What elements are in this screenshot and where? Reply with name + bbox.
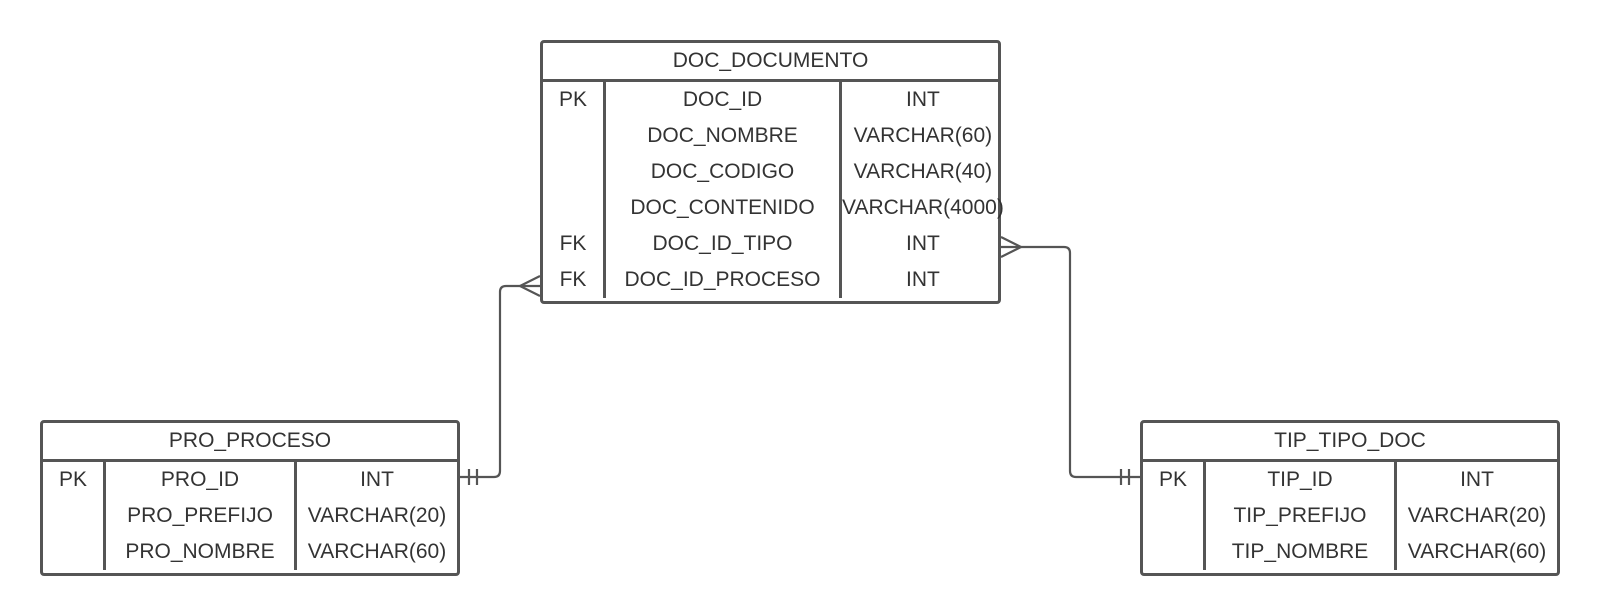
type-cell: INT	[906, 232, 940, 255]
field-column: PRO_ID PRO_PREFIJO PRO_NOMBRE	[103, 462, 294, 570]
field-cell: PRO_NOMBRE	[125, 540, 275, 563]
field-column: DOC_ID DOC_NOMBRE DOC_CODIGO DOC_CONTENI…	[603, 82, 839, 298]
type-cell: VARCHAR(20)	[1407, 504, 1547, 527]
key-cell	[543, 190, 603, 226]
type-cell: VARCHAR(40)	[853, 160, 993, 183]
field-cell: DOC_CODIGO	[650, 160, 795, 183]
key-column: PK	[43, 462, 103, 570]
key-cell: FK	[559, 232, 587, 255]
key-cell	[543, 154, 603, 190]
key-column: PK	[1143, 462, 1203, 570]
field-cell: DOC_CONTENIDO	[630, 196, 815, 219]
field-cell: PRO_PREFIJO	[127, 504, 273, 527]
type-cell: INT	[360, 468, 394, 491]
many-marker-documento-proceso	[517, 275, 541, 297]
type-column: INT VARCHAR(60) VARCHAR(40) VARCHAR(4000…	[839, 82, 1004, 298]
key-cell	[1143, 534, 1203, 570]
type-column: INT VARCHAR(20) VARCHAR(60)	[294, 462, 457, 570]
type-cell: VARCHAR(20)	[307, 504, 447, 527]
type-cell: VARCHAR(60)	[307, 540, 447, 563]
field-cell: TIP_ID	[1267, 468, 1333, 491]
type-cell: INT	[1460, 468, 1494, 491]
type-column: INT VARCHAR(20) VARCHAR(60)	[1394, 462, 1557, 570]
entity-pro-proceso[interactable]: PRO_PROCESO PK PRO_ID PRO_PREFIJO PRO_NO…	[40, 420, 460, 576]
type-cell: INT	[906, 88, 940, 111]
field-cell: DOC_NOMBRE	[647, 124, 798, 147]
entity-doc-documento[interactable]: DOC_DOCUMENTO PK FK FK DOC_ID DOC_NOMBRE…	[540, 40, 1004, 304]
entity-title: DOC_DOCUMENTO	[543, 43, 998, 82]
entity-tip-tipo-doc[interactable]: TIP_TIPO_DOC PK TIP_ID TIP_PREFIJO TIP_N…	[1140, 420, 1560, 576]
key-cell: PK	[1158, 468, 1187, 491]
relationship-tipo-documento[interactable]	[1000, 236, 1141, 485]
key-cell: FK	[559, 268, 587, 291]
field-cell: TIP_NOMBRE	[1231, 540, 1369, 563]
entity-title: PRO_PROCESO	[43, 423, 457, 462]
many-marker-documento-tipo	[1000, 236, 1024, 258]
one-and-only-one-marker-proceso	[467, 469, 479, 485]
field-cell: DOC_ID	[682, 88, 763, 111]
key-cell	[543, 118, 603, 154]
field-cell: DOC_ID_TIPO	[652, 232, 793, 255]
type-cell: VARCHAR(60)	[1407, 540, 1547, 563]
one-and-only-one-marker-tipo	[1119, 469, 1131, 485]
key-cell	[1143, 498, 1203, 534]
entity-title: TIP_TIPO_DOC	[1143, 423, 1557, 462]
key-cell: PK	[58, 468, 87, 491]
type-cell: INT	[906, 268, 940, 291]
field-cell: TIP_PREFIJO	[1233, 504, 1367, 527]
field-cell: PRO_ID	[160, 468, 240, 491]
type-cell: VARCHAR(60)	[853, 124, 993, 147]
field-column: TIP_ID TIP_PREFIJO TIP_NOMBRE	[1203, 462, 1394, 570]
key-cell	[43, 498, 103, 534]
type-cell: VARCHAR(4000)	[842, 196, 1004, 219]
relationship-proceso-documento[interactable]	[459, 275, 541, 485]
field-cell: DOC_ID_PROCESO	[624, 268, 821, 291]
key-cell: PK	[558, 88, 587, 111]
key-column: PK FK FK	[543, 82, 603, 298]
key-cell	[43, 534, 103, 570]
